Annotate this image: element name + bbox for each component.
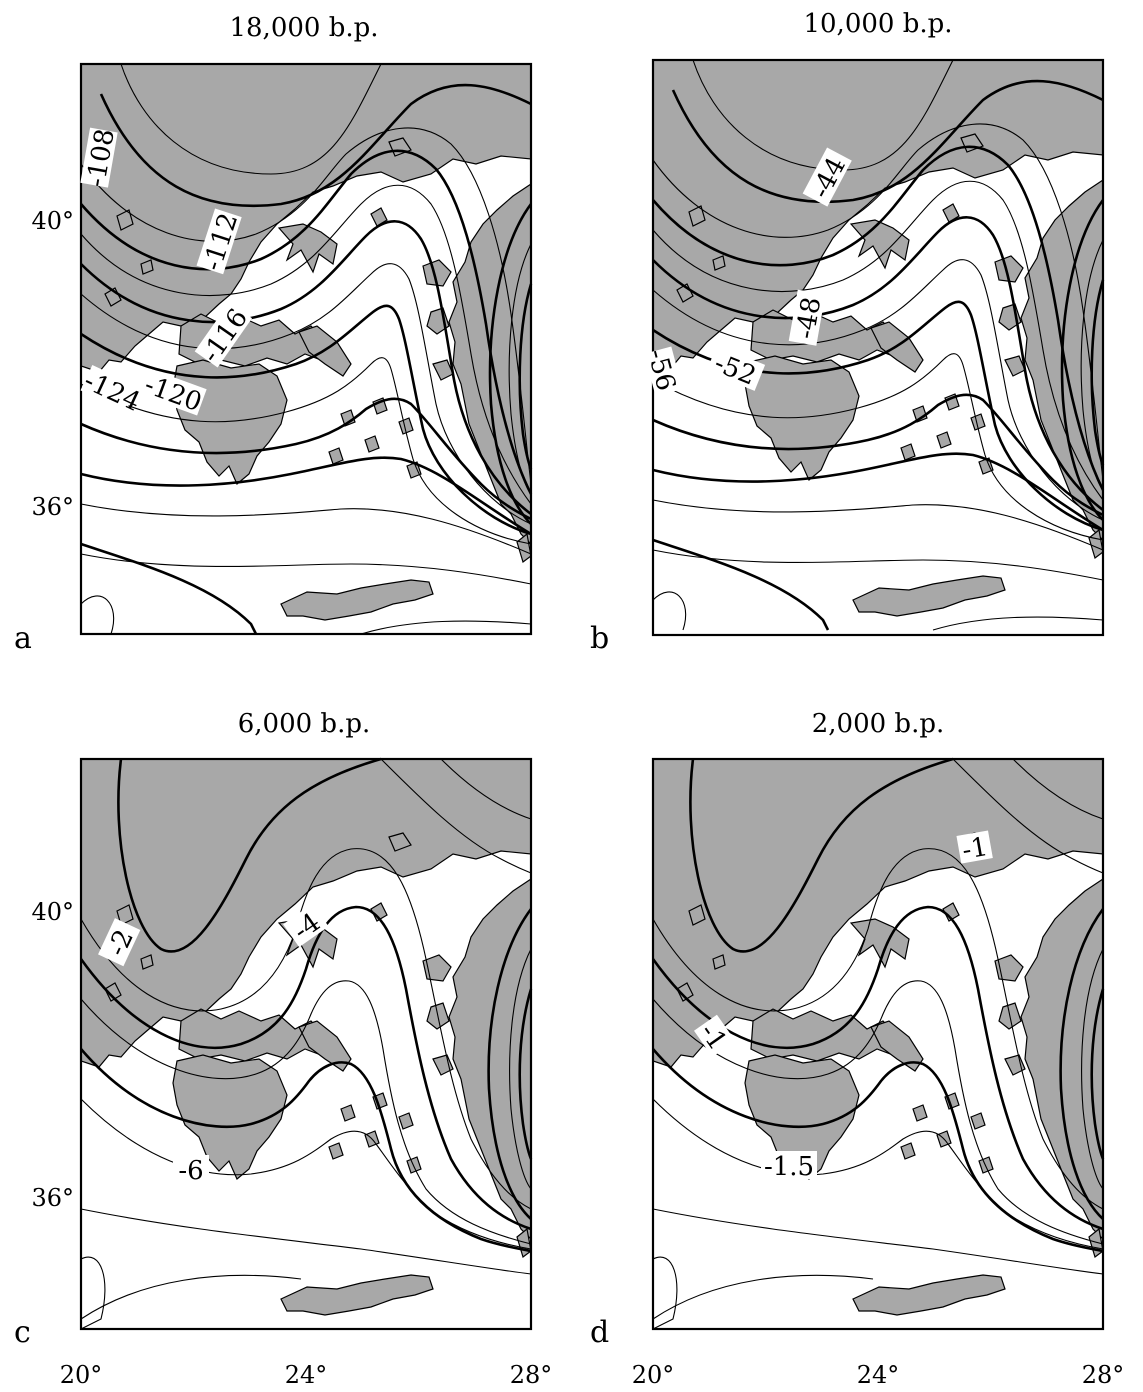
- panel-d: 2,000 b.p. -1 -1 -1.5 20° 24° 28° d: [590, 709, 1124, 1389]
- panel-d-xtick-20: 20°: [632, 1361, 675, 1389]
- panel-a: 18,000 b.p. -108 -112 -116 -120 -124 40°…: [14, 13, 533, 656]
- panel-d-letter: d: [590, 1315, 609, 1350]
- panel-c-xtick-24: 24°: [285, 1361, 328, 1389]
- contour-label: -1.5: [764, 1152, 814, 1182]
- panel-b-letter: b: [590, 621, 609, 656]
- panel-c: 6,000 b.p. -2 -4 -6 40° 36° 20° 24° 28° …: [14, 709, 552, 1389]
- panel-d-xtick-28: 28°: [1082, 1361, 1125, 1389]
- panel-b: 10,000 b.p. -44 -48 -52 -56 b: [590, 9, 1105, 656]
- panel-c-ytick-36: 36°: [31, 1184, 74, 1212]
- panel-a-title: 18,000 b.p.: [229, 13, 378, 43]
- panel-c-letter: c: [14, 1315, 31, 1350]
- panel-a-letter: a: [14, 621, 32, 656]
- panel-a-frame: [79, 62, 533, 636]
- panel-d-xtick-24: 24°: [857, 1361, 900, 1389]
- panel-b-frame: [651, 58, 1105, 637]
- panel-c-xtick-28: 28°: [510, 1361, 553, 1389]
- panel-c-ytick-40: 40°: [31, 898, 74, 926]
- panel-d-contour-labels: -1 -1 -1.5: [693, 830, 993, 1182]
- contour-label: -48: [791, 295, 828, 341]
- panel-d-frame: [651, 757, 1105, 1331]
- contour-label: -6: [178, 1156, 203, 1186]
- panel-c-frame: [79, 757, 533, 1331]
- panel-b-title: 10,000 b.p.: [803, 9, 952, 39]
- panel-a-ytick-36: 36°: [31, 493, 74, 521]
- panel-c-title: 6,000 b.p.: [238, 709, 371, 739]
- panel-c-xtick-20: 20°: [60, 1361, 103, 1389]
- contour-label: -1: [960, 832, 990, 866]
- panel-d-title: 2,000 b.p.: [812, 709, 945, 739]
- panel-a-ytick-40: 40°: [31, 207, 74, 235]
